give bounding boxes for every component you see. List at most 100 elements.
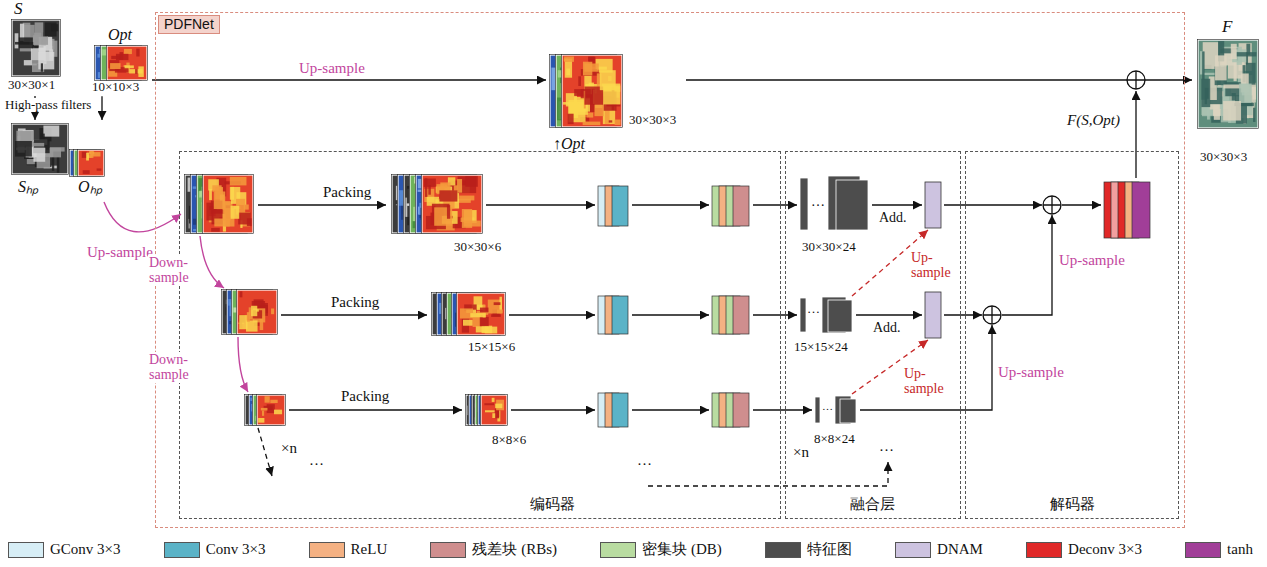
annotation-label: Add.	[872, 320, 902, 335]
feature-map: 8×8×24	[810, 392, 866, 452]
texture-patch	[463, 320, 473, 326]
texture-patch	[83, 170, 90, 174]
texture-patch	[230, 187, 234, 200]
annotation-label: ×n	[792, 444, 810, 461]
flow-connector	[101, 96, 102, 120]
image-layer	[106, 45, 147, 80]
legend-swatch	[765, 542, 801, 558]
texture-patch	[439, 190, 457, 201]
node-text: 30×30×3	[1200, 150, 1247, 164]
node-text: 融合层	[850, 496, 895, 513]
legend-text: 特征图	[807, 540, 852, 559]
edge-label: High-pass filters	[4, 98, 92, 112]
feature-map-layer	[828, 300, 852, 332]
texture-patch	[135, 69, 138, 74]
texture-patch	[566, 69, 570, 76]
annotation-label: Down- sample	[148, 255, 200, 286]
texture-patch	[262, 411, 264, 416]
texture-patch	[43, 126, 59, 137]
layer-outline	[106, 45, 147, 80]
texture-patch	[19, 37, 33, 48]
texture-patch	[270, 400, 277, 403]
texture-patch	[111, 56, 120, 59]
texture-patch	[239, 291, 242, 297]
flow-arrow	[1002, 215, 1052, 315]
dnam-block	[925, 292, 941, 338]
legend-item: 特征图	[765, 540, 852, 559]
sum-cross	[1127, 71, 1145, 89]
image-layer	[11, 123, 68, 174]
texture-patch	[38, 52, 54, 69]
texture-patch	[583, 62, 592, 76]
block-slice	[733, 186, 749, 226]
layer-ground	[203, 175, 253, 233]
image-layer	[421, 174, 482, 233]
block-slice	[612, 296, 628, 334]
node-text: S	[14, 0, 23, 19]
annotation-label: Up-sample	[997, 364, 1065, 381]
layer-frame	[12, 124, 68, 174]
texture-patch	[1231, 44, 1237, 59]
layer-frame	[562, 55, 622, 127]
texture-patch	[457, 179, 462, 193]
legend-item: 密集块 (DB)	[600, 540, 722, 559]
layer-block	[598, 296, 628, 334]
feature-map: 30×30×24	[798, 174, 880, 260]
texture-patch	[15, 33, 19, 48]
texture-patch	[247, 312, 250, 322]
edge-label: Up-sample	[298, 60, 366, 77]
texture-patch	[214, 191, 225, 209]
layer-frame	[12, 20, 60, 76]
node-text: Sₕₚ	[18, 178, 38, 196]
legend-text: DNAM	[937, 541, 983, 558]
sum-cross	[1043, 196, 1061, 214]
flow-arrow	[632, 409, 709, 410]
curved-arrow	[104, 202, 181, 232]
layer-outline	[480, 394, 507, 425]
layer-frame	[481, 395, 507, 425]
annotation-label: ×n	[280, 440, 298, 457]
layer-ground	[422, 175, 482, 233]
block-slice	[612, 393, 628, 427]
texture-patch	[470, 313, 486, 317]
node-text: 15×15×6	[468, 340, 515, 354]
flow-arrow	[632, 314, 709, 315]
annotation-label: …	[636, 452, 653, 469]
annotation-label: …	[810, 194, 826, 209]
block-slice	[733, 393, 749, 427]
flow-arrow	[281, 314, 427, 315]
output-image: F30×30×3	[1192, 18, 1262, 170]
upsampled-image: ↑Opt30×30×3	[546, 51, 686, 155]
node-text: 10×10×3	[92, 80, 139, 94]
legend-text: 残差块 (RBs)	[472, 540, 557, 559]
legend-swatch	[1185, 542, 1221, 558]
texture-patch	[464, 221, 481, 227]
texture-patch	[98, 72, 100, 78]
sum-circle	[1127, 71, 1145, 89]
block-slice	[1132, 182, 1150, 238]
texture-patch	[1237, 52, 1257, 56]
flow-arrow	[509, 314, 595, 315]
layer-frame	[457, 293, 505, 335]
node-text: 编码器	[530, 496, 575, 513]
texture-patch	[33, 148, 45, 162]
block-slice	[733, 296, 749, 334]
network-region: PDFNet↑Opt30×30×3编码器30×30×615×15×68×8×6融…	[155, 12, 1185, 528]
node-text: Oₕₚ	[78, 178, 102, 196]
texture-patch	[265, 396, 270, 402]
feature-map: 15×15×24	[792, 294, 866, 358]
texture-patch	[484, 403, 494, 405]
layer-ground	[12, 20, 60, 76]
layer-frame	[78, 150, 104, 176]
legend-swatch	[164, 542, 200, 558]
annotation-label: Add.	[878, 210, 908, 225]
texture-patch	[124, 49, 132, 54]
texture-patch	[588, 57, 594, 62]
input-image: Opt10×10×3	[88, 26, 152, 96]
layer-outline	[561, 54, 622, 127]
layer-block	[712, 296, 749, 334]
sum-symbol	[983, 306, 1001, 324]
curved-arrow	[238, 337, 248, 392]
image-layer	[236, 289, 277, 334]
flow-arrow	[258, 428, 272, 476]
